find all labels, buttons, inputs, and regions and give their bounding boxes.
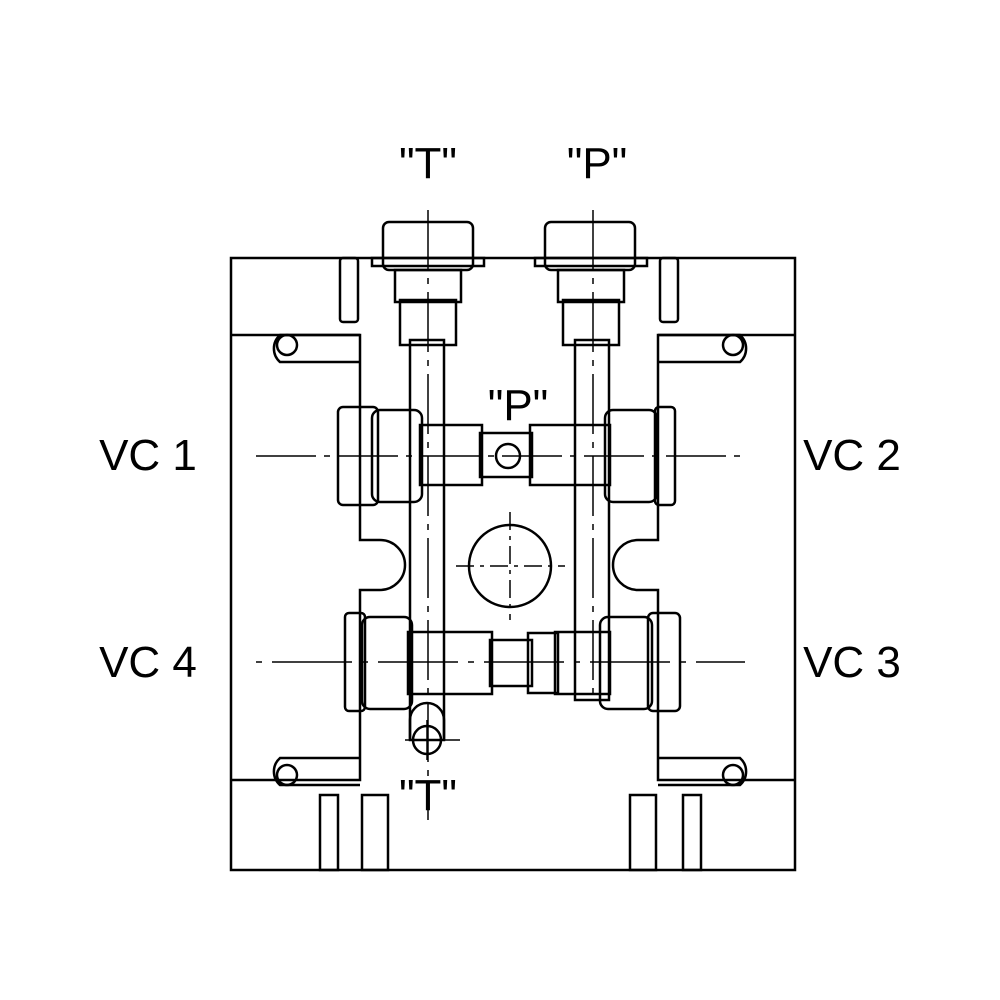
label-top-p: "P" xyxy=(567,139,628,188)
label-bottom-t: "T" xyxy=(399,771,457,820)
p-cross-channel xyxy=(478,431,534,479)
label-vc3: VC 3 xyxy=(803,638,901,687)
label-vc2: VC 2 xyxy=(803,431,901,480)
label-vc4: VC 4 xyxy=(99,638,197,687)
port-p-plug xyxy=(533,220,649,347)
t-channel xyxy=(408,338,446,742)
label-mid-p: "P" xyxy=(488,381,549,430)
bolt-holes xyxy=(272,333,748,787)
label-top-t: "T" xyxy=(399,139,457,188)
p-channel xyxy=(573,338,611,702)
label-vc1: VC 1 xyxy=(99,431,197,480)
manifold-block xyxy=(229,256,797,872)
t-cross-channel xyxy=(488,638,534,688)
mounting-slots xyxy=(318,256,703,872)
